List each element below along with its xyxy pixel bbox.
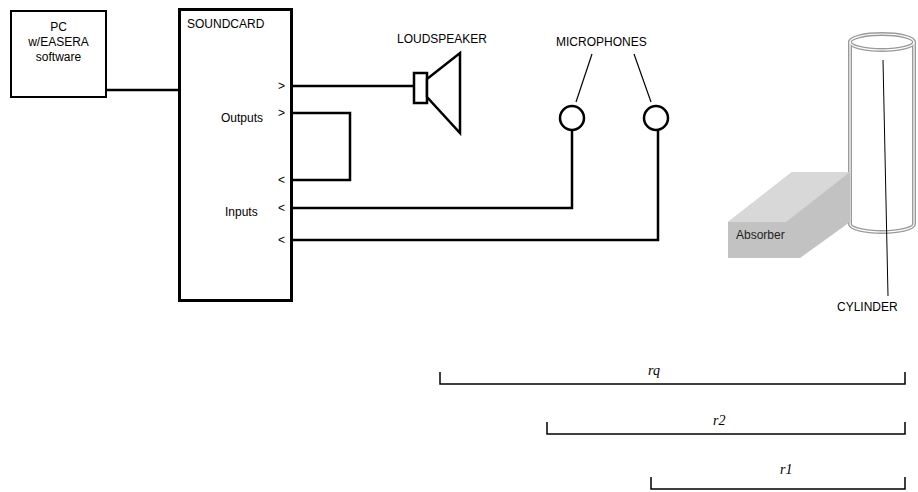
- dimension-label: rq: [648, 363, 660, 380]
- absorber-block-outline: [728, 172, 850, 258]
- loudspeaker-symbol: LOUDSPEAKER: [413, 52, 461, 134]
- part-label: Absorber: [736, 228, 785, 243]
- input-wire: [293, 131, 658, 240]
- part-label: LOUDSPEAKER: [397, 32, 487, 47]
- port-label: Outputs: [221, 111, 263, 126]
- wire: [293, 85, 413, 88]
- part-label: CYLINDER: [837, 300, 898, 314]
- box-heading: SOUNDCARD: [187, 17, 264, 32]
- pc-box: PC w/EASERA software: [10, 10, 107, 98]
- microphone-symbol: [644, 106, 668, 130]
- speaker-cone: [427, 53, 460, 133]
- port-label: Inputs: [225, 205, 258, 220]
- dimension-bracket: [440, 372, 905, 489]
- box-label: PC w/EASERA software: [24, 20, 93, 65]
- wire: [107, 89, 178, 92]
- absorber-top: [728, 172, 850, 222]
- port-symbol: >: [278, 106, 285, 120]
- port-symbol: >: [278, 79, 285, 93]
- loudspeaker-symbol-outline: [413, 52, 461, 134]
- soundcard-box: SOUNDCARD OutputsInputs: [178, 8, 293, 302]
- leader-line: [576, 54, 592, 102]
- absorber-block: Absorber: [728, 172, 850, 258]
- leader-line: [883, 60, 888, 296]
- leader-line: [634, 54, 651, 102]
- dimension-label: r2: [713, 413, 725, 430]
- microphone-symbol: [560, 106, 584, 130]
- speaker-magnet: [414, 73, 427, 103]
- dimension-label: r1: [780, 462, 792, 479]
- port-symbol: <: [278, 173, 285, 187]
- port-symbol: <: [278, 201, 285, 215]
- port-symbol: <: [278, 233, 285, 247]
- absorber-body: [728, 172, 850, 258]
- part-label: MICROPHONES: [556, 35, 647, 49]
- cylinder: [850, 34, 914, 232]
- loopback-wire: [293, 113, 350, 180]
- input-wire: [293, 131, 572, 208]
